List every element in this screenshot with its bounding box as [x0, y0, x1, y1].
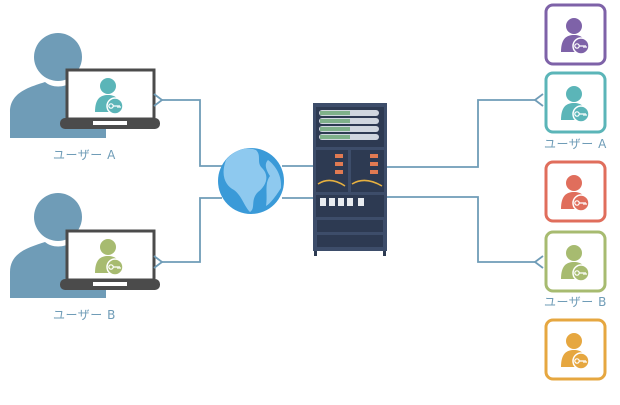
user-b-label: ユーザー B	[53, 308, 116, 322]
arrow-to-user-a	[162, 100, 222, 167]
right-user-b-label: ユーザー B	[544, 295, 607, 309]
right-user-a-label: ユーザー A	[544, 137, 607, 151]
connectors	[162, 100, 535, 262]
globe-icon	[218, 148, 284, 214]
arrow-to-user-b	[162, 197, 222, 262]
right-user-box-purple	[544, 3, 607, 66]
right-user-box-red	[544, 160, 607, 223]
right-user-box-green	[544, 230, 607, 293]
user-a-laptop	[60, 68, 160, 129]
right-user-box-orange	[544, 318, 607, 381]
arrow-to-right-a	[387, 100, 535, 168]
server-rack-icon	[313, 103, 387, 256]
user-b-laptop	[60, 229, 160, 290]
user-a-label: ユーザー A	[53, 148, 116, 162]
right-user-box-teal	[544, 71, 607, 134]
arrow-to-right-b	[387, 196, 535, 262]
